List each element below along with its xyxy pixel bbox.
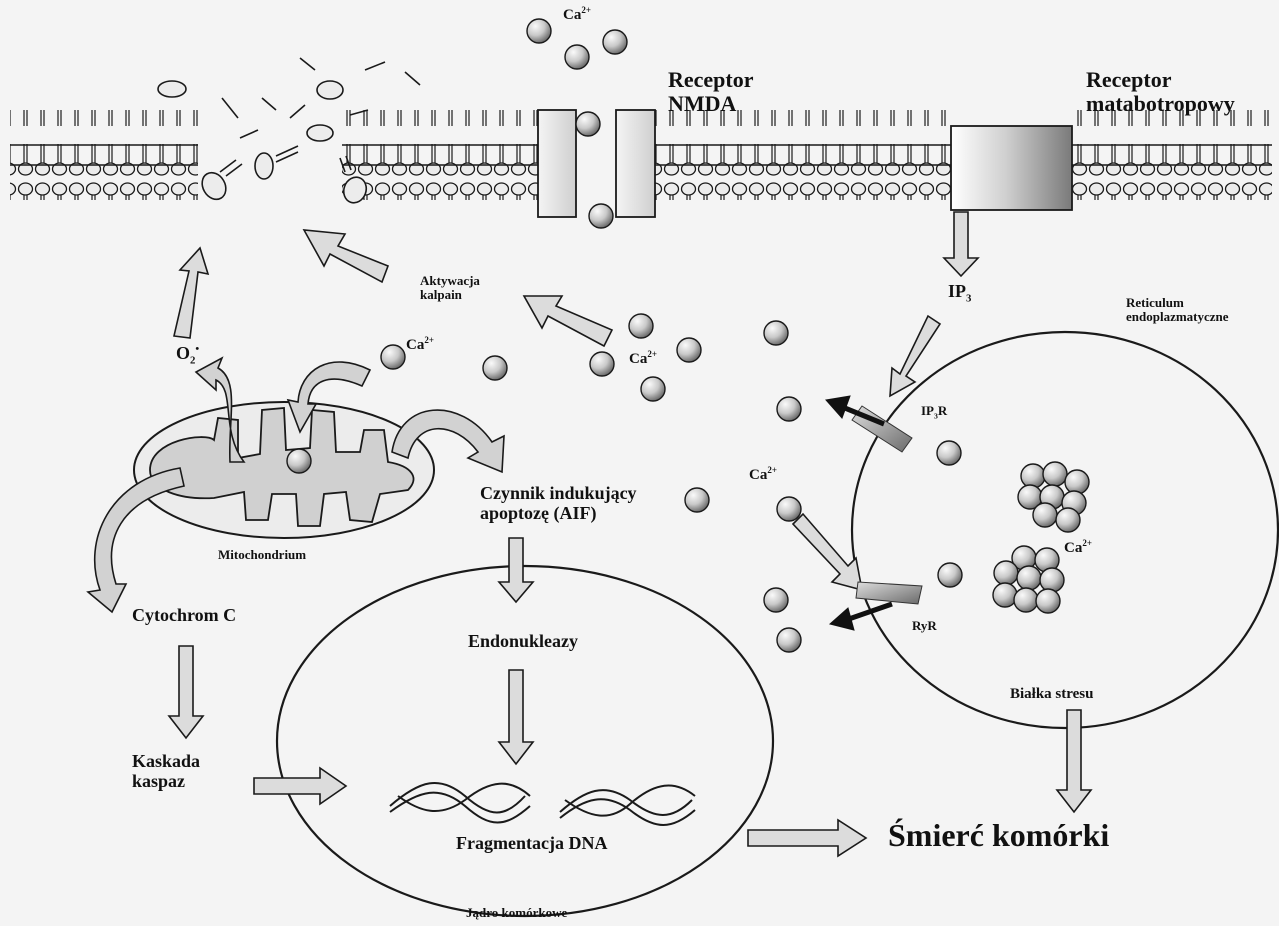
ca-label-mito: Ca2+ — [406, 336, 434, 354]
mitochondrium-label: Mitochondrium — [218, 548, 306, 562]
superoxide-label: O2• — [176, 344, 199, 367]
ca-label-top: Ca2+ — [563, 6, 591, 24]
nucleus-outline — [277, 566, 773, 916]
ip3-label: IP3 — [948, 282, 971, 305]
ip3r-label: IP3R — [921, 404, 947, 421]
ca-label-right: Ca2+ — [749, 466, 777, 484]
endonukleazy-label: Endonukleazy — [468, 632, 578, 652]
metabotropic-receptor-block — [951, 126, 1072, 210]
dna-strands — [390, 783, 695, 825]
ryr-label: RyR — [912, 619, 937, 633]
fragmentacja-label: Fragmentacja DNA — [456, 834, 607, 854]
jadro-label: Jądro komórkowe — [466, 906, 567, 920]
ca-label-center: Ca2+ — [629, 350, 657, 368]
ca-label-er: Ca2+ — [1064, 539, 1092, 557]
er-channel-stubs — [852, 406, 922, 604]
cytochrom-label: Cytochrom C — [132, 606, 236, 626]
bialka-stresu-label: Białka stresu — [1010, 686, 1094, 703]
smierc-komorki-label: Śmierć komórki — [888, 818, 1109, 853]
